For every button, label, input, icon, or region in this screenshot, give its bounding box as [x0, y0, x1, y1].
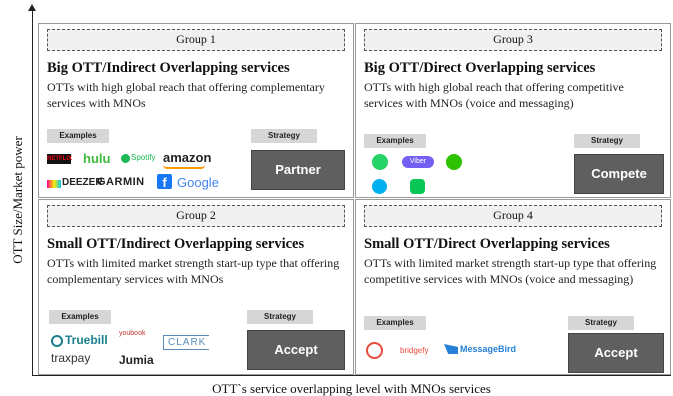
examples-tag: Examples — [364, 134, 426, 148]
x-axis-label: OTT`s service overlapping level with MNO… — [212, 381, 491, 396]
quadrant-description: OTTs with limited market strength start-… — [47, 256, 340, 286]
viber-logo: Viber — [402, 156, 434, 168]
deezer-logo: DEEZER — [62, 177, 103, 188]
y-axis-line — [32, 10, 33, 376]
examples-tag: Examples — [364, 316, 426, 330]
bridgefy-logo: bridgefy — [400, 346, 429, 355]
google-logo: Google — [177, 175, 219, 190]
quadrant-title: Big OTT/Direct Overlapping services — [364, 60, 596, 76]
quadrant-group-2: Group 2 Small OTT/Indirect Overlapping s… — [38, 199, 354, 375]
youbook-logo: youbook — [119, 330, 146, 337]
group-label-box: Group 2 — [47, 205, 345, 227]
quadrant-title: Big OTT/Indirect Overlapping services — [47, 60, 290, 76]
skype-icon — [372, 179, 387, 194]
y-axis-label: OTT Size/Market power — [10, 136, 25, 264]
quadrant-group-4: Group 4 Small OTT/Direct Overlapping ser… — [355, 199, 671, 375]
red-chat-icon — [366, 342, 383, 359]
strategy-compete-button[interactable]: Compete — [574, 154, 664, 194]
garmin-logo: GARMIN — [97, 176, 145, 188]
examples-tag: Examples — [47, 129, 109, 143]
group-label-box: Group 3 — [364, 29, 662, 51]
quadrant-group-3: Group 3 Big OTT/Direct Overlapping servi… — [355, 23, 671, 198]
quadrant-title: Small OTT/Direct Overlapping services — [364, 236, 610, 252]
jumia-logo: Jumia — [119, 353, 154, 367]
strategy-tag: Strategy — [574, 134, 640, 148]
truebill-logo: Truebill — [65, 333, 108, 347]
truebill-icon — [51, 335, 63, 347]
strategy-tag: Strategy — [247, 310, 313, 324]
quadrant-group-1: Group 1 Big OTT/Indirect Overlapping ser… — [38, 23, 354, 198]
messagebird-icon — [444, 344, 458, 354]
whatsapp-icon — [372, 154, 388, 170]
examples-tag: Examples — [49, 310, 111, 324]
amazon-logo: amazon — [163, 150, 212, 165]
strategy-tag: Strategy — [568, 316, 634, 330]
netflix-logo: NETFLIX — [47, 154, 72, 164]
quadrant-description: OTTs with high global reach that offerin… — [47, 80, 325, 110]
clark-logo: CLARK — [163, 335, 209, 350]
amazon-smile-icon — [163, 165, 205, 169]
strategy-accept-button[interactable]: Accept — [247, 330, 345, 370]
y-axis-arrow-icon — [28, 4, 36, 11]
x-axis-line — [32, 375, 671, 376]
wechat-icon — [446, 154, 462, 170]
quadrant-title: Small OTT/Indirect Overlapping services — [47, 236, 305, 252]
quadrant-description: OTTs with high global reach that offerin… — [364, 80, 624, 110]
traxpay-logo: traxpay — [51, 351, 91, 365]
group-label-box: Group 4 — [364, 205, 662, 227]
spotify-logo: Spotify — [131, 153, 156, 162]
strategy-partner-button[interactable]: Partner — [251, 150, 345, 190]
deezer-bars-icon — [47, 180, 61, 188]
strategy-accept-button[interactable]: Accept — [568, 333, 664, 373]
facebook-logo: f — [157, 174, 172, 190]
group-label-box: Group 1 — [47, 29, 345, 51]
quadrant-description: OTTs with limited market strength start-… — [364, 256, 657, 286]
strategy-tag: Strategy — [251, 129, 317, 143]
spotify-icon — [121, 154, 130, 163]
hulu-logo: hulu — [83, 151, 111, 166]
line-icon — [410, 179, 425, 194]
messagebird-logo: MessageBird — [460, 344, 517, 354]
